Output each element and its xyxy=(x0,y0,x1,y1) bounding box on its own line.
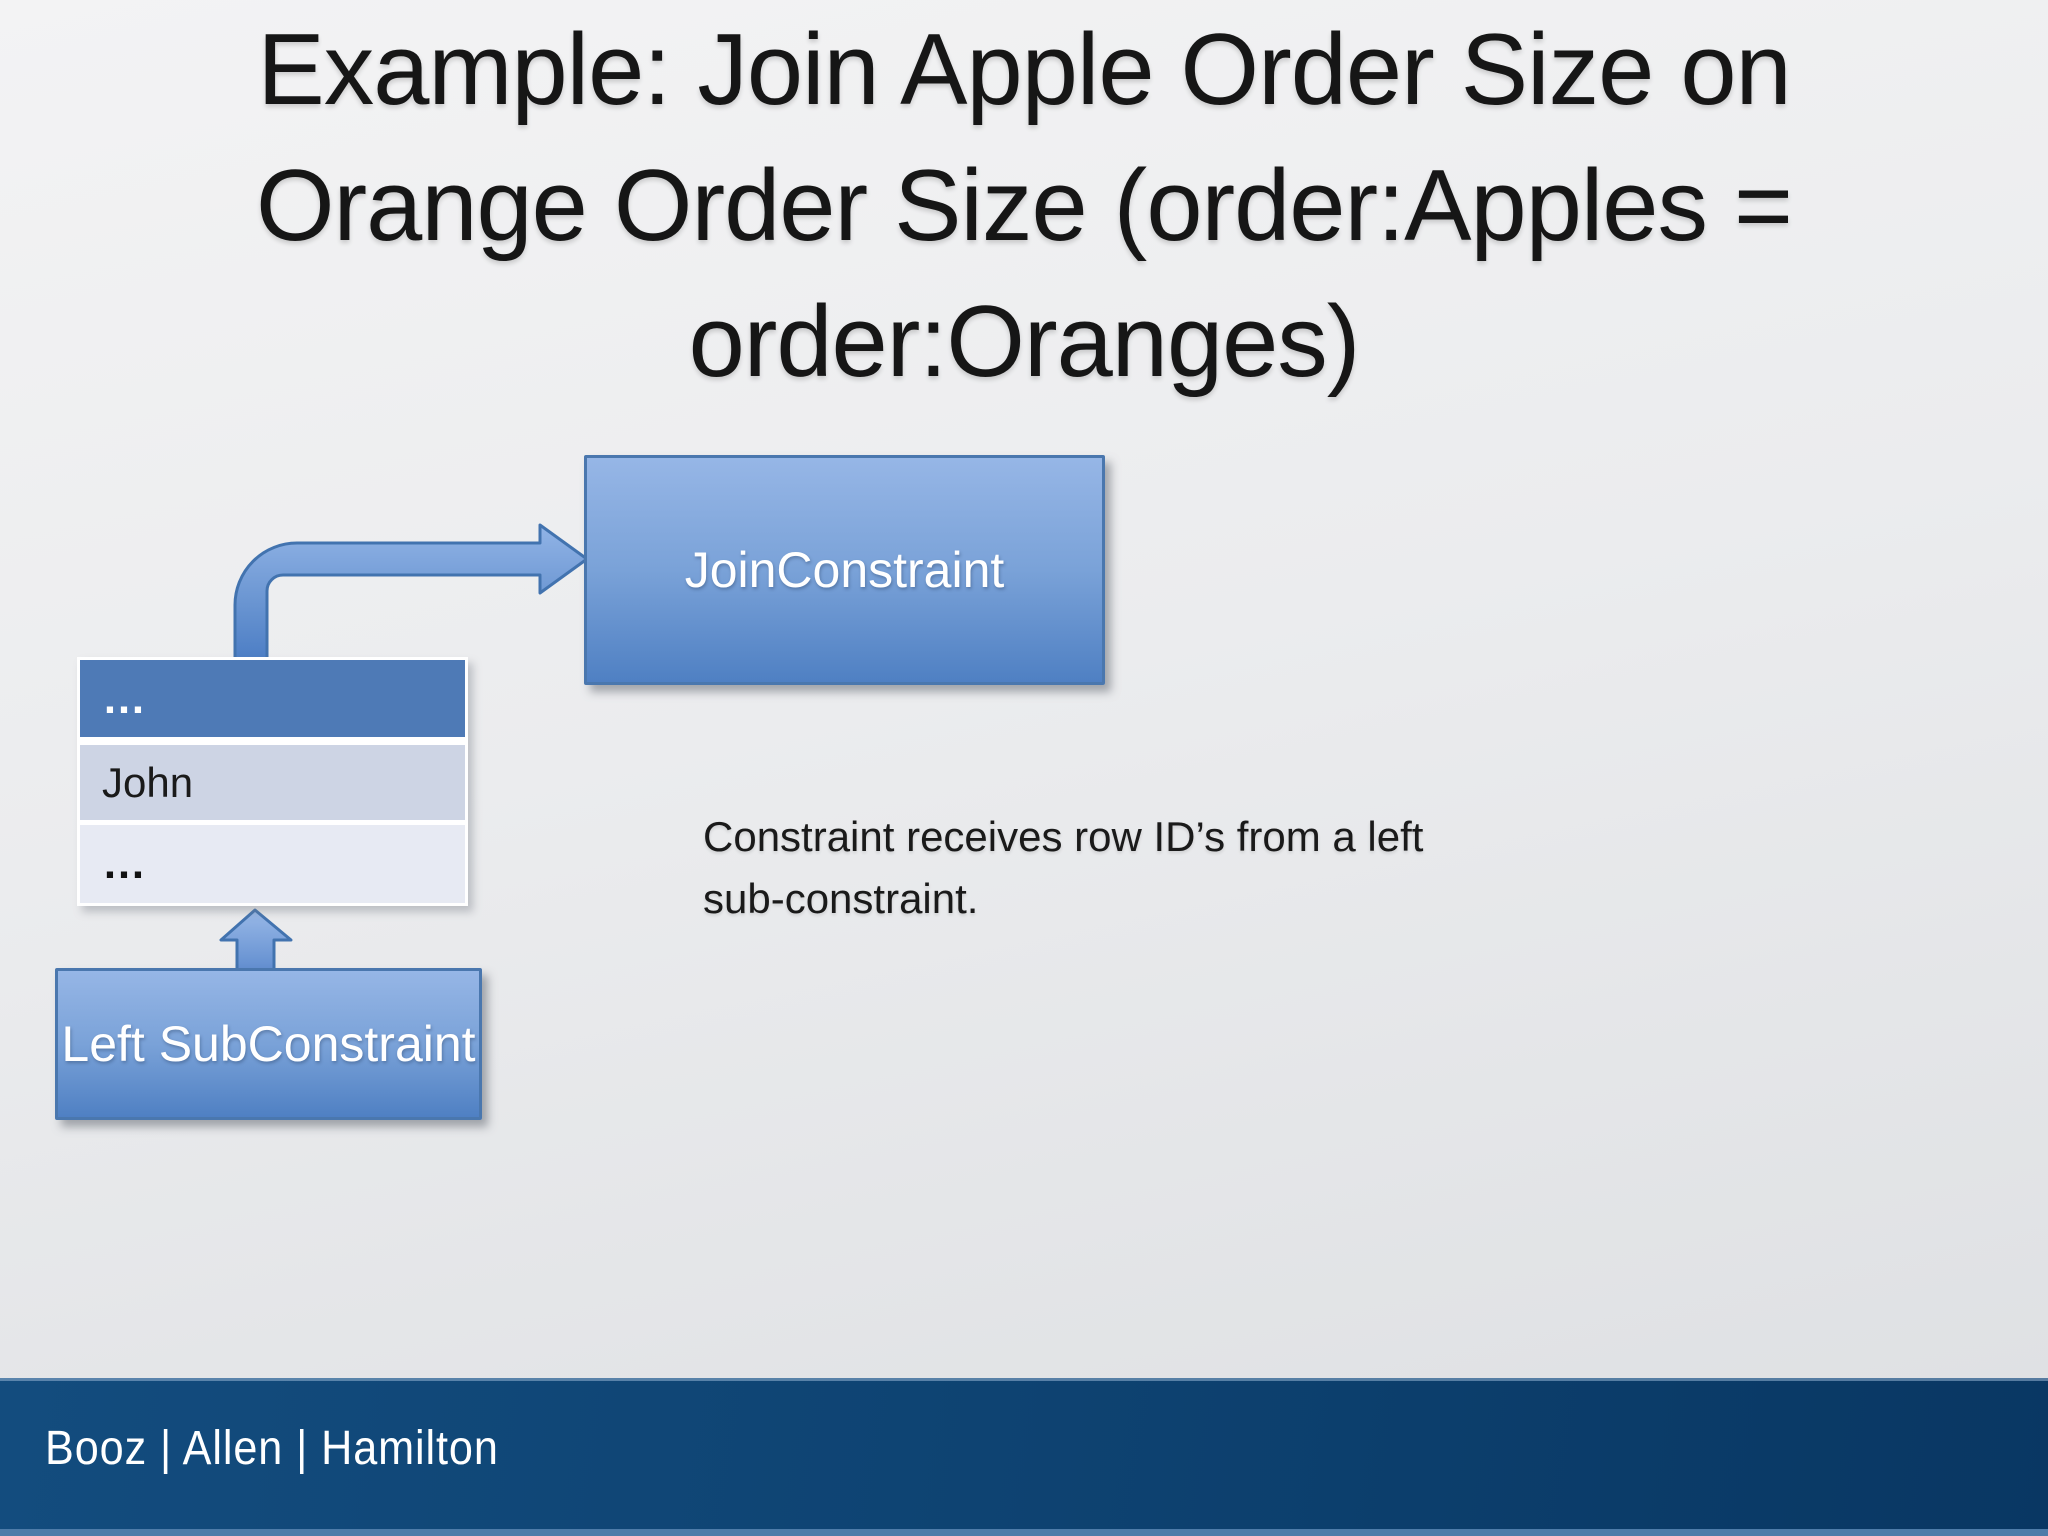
left-subconstraint-label: Left SubConstraint xyxy=(61,1016,476,1072)
slide-title: Example: Join Apple Order Size on Orange… xyxy=(0,2,2048,410)
booz-allen-hamilton-logo: Booz | Allen | Hamilton xyxy=(45,1422,499,1475)
slide-title-line-3: order:Oranges) xyxy=(688,286,1361,398)
left-subconstraint-box: Left SubConstraint xyxy=(55,968,482,1120)
footer-band: Booz | Allen | Hamilton xyxy=(0,1378,2048,1536)
table-row-ellipsis: … xyxy=(102,839,149,888)
elbow-arrow-icon xyxy=(233,523,589,664)
footer-bottom-strip xyxy=(0,1529,2048,1536)
table-header-ellipsis: … xyxy=(102,673,149,723)
up-arrow-icon xyxy=(219,908,293,973)
table-row-value: John xyxy=(102,758,194,806)
join-constraint-label: JoinConstraint xyxy=(684,542,1005,598)
diagram-caption: Constraint receives row ID’s from a left… xyxy=(703,806,1423,930)
join-constraint-box: JoinConstraint xyxy=(584,455,1105,685)
table-header-row: … xyxy=(80,660,465,737)
caption-line-1: Constraint receives row ID’s from a left xyxy=(703,813,1424,860)
row-id-table: … John … xyxy=(77,657,468,906)
slide-title-line-2: Orange Order Size (order:Apples = xyxy=(255,150,1793,262)
slide-title-line-1: Example: Join Apple Order Size on xyxy=(257,14,1791,126)
table-row: … xyxy=(80,825,465,903)
caption-line-2: sub-constraint. xyxy=(703,875,979,922)
table-row: John xyxy=(80,745,465,820)
